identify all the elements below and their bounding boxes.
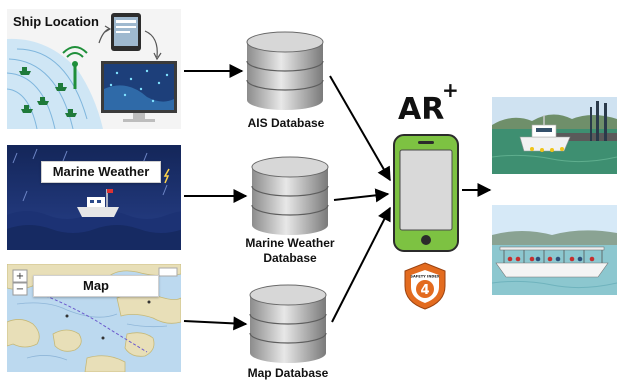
ship-location-illustration [7, 9, 181, 129]
ar-result-photo-1 [491, 97, 618, 174]
monitor-icon [101, 61, 177, 122]
ar-plus-label: + [442, 78, 459, 102]
smartphone-icon [393, 134, 459, 252]
ship-location-panel: Ship Location [7, 9, 181, 129]
svg-text:+: + [16, 271, 24, 282]
ar-result-photo-2 [491, 205, 618, 295]
arrow-ais-to-device [329, 75, 391, 182]
map-database-icon [248, 283, 328, 365]
weather-database-label: Marine Weather Database [245, 236, 335, 265]
ais-database-label: AIS Database [247, 116, 325, 130]
arrow-map-to-device [331, 206, 391, 323]
svg-text:SAFETY INDEX: SAFETY INDEX [410, 275, 439, 279]
map-database-label: Map Database [247, 366, 329, 380]
marine-weather-title: Marine Weather [41, 161, 161, 183]
tablet-icon [111, 13, 141, 51]
map-zoom-controls: + − [12, 269, 28, 296]
arrow-map-to-db [183, 316, 248, 331]
arrow-weather-to-device [333, 188, 390, 203]
ais-database-icon [245, 30, 325, 112]
svg-text:−: − [16, 284, 24, 295]
map-panel: + − Map [7, 264, 181, 372]
ar-label: AR [398, 92, 445, 127]
svg-text:4: 4 [420, 283, 429, 298]
weather-database-icon [250, 155, 330, 237]
marine-weather-panel: Marine Weather [7, 145, 181, 250]
boat-icon [77, 189, 119, 217]
safety-index-badge: 4 SAFETY INDEX [404, 262, 446, 310]
ship-location-title: Ship Location [13, 14, 99, 29]
antenna-icon [62, 46, 88, 89]
map-title: Map [33, 275, 159, 297]
